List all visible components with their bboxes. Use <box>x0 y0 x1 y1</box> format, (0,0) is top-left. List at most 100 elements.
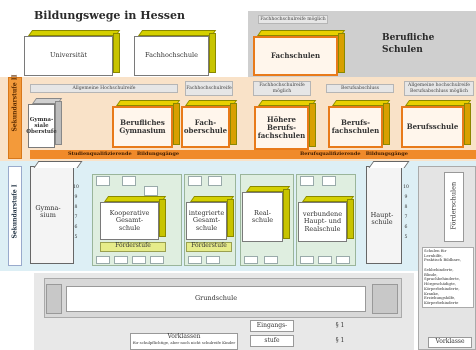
kooperative-gesamtschule-label: Kooperative Gesamt- schule <box>109 208 150 232</box>
mini-cell <box>96 256 110 264</box>
note-fachhochschulreife-top: Fachhochschulreife möglich <box>258 15 328 24</box>
mini-cell <box>264 256 278 264</box>
berufliches-gymnasium-box: Berufliches Gymnasium <box>112 100 181 148</box>
mini-cell <box>114 256 128 264</box>
grade-label: 6 <box>74 225 78 230</box>
sekundarstufe-1-label: Sekundarstufe I <box>11 184 19 239</box>
mini-cell <box>244 256 258 264</box>
grade-label: 10 <box>73 185 79 190</box>
grade-label: 5 <box>74 235 78 240</box>
grundschule-left-tab <box>46 284 62 314</box>
gymnasium-label: Gymna- sium <box>35 204 61 220</box>
eingangsstufe-box <box>250 320 294 332</box>
berufsschule-label: Berufsschule <box>406 121 459 131</box>
fachhochschule-label: Fachhochschule <box>145 51 198 60</box>
gymnasium-grades: 10 9 8 7 6 5 <box>72 185 80 245</box>
fachschulen-box: Fachschulen <box>253 30 346 76</box>
mini-cell <box>96 176 110 186</box>
mini-cell <box>208 176 222 186</box>
berufsfachschulen-box: Berufs- fachschulen <box>328 100 391 148</box>
grundschule-label: Grundschule <box>194 294 238 302</box>
fachoberschule-box: Fach- oberschule <box>181 100 238 148</box>
sekundarstufe-2-label: Sekundarstufe II <box>11 74 19 132</box>
mini-cell <box>300 256 314 264</box>
grundschule-right-tab <box>372 284 398 314</box>
foerderstufe-bar-2 <box>186 242 232 252</box>
integrierte-gesamtschule-box: integrierte Gesamt- schule <box>186 196 235 240</box>
studienqualifizierende-label: Studienqualifizierende Bildungsgänge <box>68 151 179 157</box>
vorklasse-right-box <box>428 337 472 348</box>
note-fachhochschulreife: Fachhochschulreife <box>185 81 233 96</box>
vorklasse-right-label: Vorklasse <box>435 338 465 345</box>
universitaet-label: Universität <box>50 51 87 60</box>
berufsqualifizierende-label: Berufsqualifizierende Bildungsgänge <box>300 151 408 157</box>
hauptschule-wireframe-top <box>368 161 410 168</box>
note-allgemeine-hochschulreife-moeglich: Allgemeine hochschulreife Berufsabschlus… <box>404 81 474 96</box>
foerderschulen-label: Förderschulen <box>449 181 458 230</box>
gymnasium-wireframe-top <box>33 161 83 168</box>
mini-cell <box>122 176 136 186</box>
hauptschule-wireframe <box>366 166 402 264</box>
grade-label: 9 <box>404 195 408 200</box>
fachhochschule-box: Fachhochschule <box>134 30 217 76</box>
fachschulen-label: Fachschulen <box>270 50 321 60</box>
paragraph-1-label: § 1 <box>335 322 345 329</box>
grade-label: 6 <box>404 225 408 230</box>
berufsschule-box: Berufsschule <box>401 100 472 148</box>
universitaet-box: Universität <box>24 30 121 76</box>
note-allgemeine-hochschulreife: Allgemeine Hochschulreife <box>30 84 178 93</box>
foerderstufe-bar-1 <box>100 242 166 252</box>
integrierte-gesamtschule-label: integrierte Gesamt- schule <box>188 208 225 232</box>
hoehere-berufsfachschulen-label: Höhere Berufs- fachschulen <box>257 114 306 141</box>
grade-label: 10 <box>403 185 409 190</box>
mini-cell <box>144 186 158 196</box>
mini-cell <box>132 256 146 264</box>
gymnasiale-oberstufe-box: Gymna- siale Oberstufe <box>26 98 63 148</box>
mini-cell <box>300 176 314 186</box>
paragraph-1b-label: § 1 <box>335 337 345 344</box>
page-title: Bildungswege in Hessen <box>34 9 185 22</box>
gymnasium-wireframe <box>30 166 74 264</box>
hoehere-berufsfachschulen-box: Höhere Berufs- fachschulen <box>254 100 317 150</box>
eingangsstufe-label: Eingangs- <box>256 322 288 329</box>
mini-cell <box>322 176 336 186</box>
grundschule-inner <box>66 286 366 312</box>
verbundene-label: verbundene Haupt- und Realschule <box>302 209 343 233</box>
mini-cell <box>206 256 220 264</box>
verbundene-box: verbundene Haupt- und Realschule <box>298 196 355 242</box>
foerderschulen-tab <box>444 172 464 242</box>
foerderstufe-label-2: Förderstufe <box>191 242 227 249</box>
mini-cell <box>336 256 350 264</box>
fachoberschule-label: Fach- oberschule <box>183 117 228 135</box>
foerderstufe-label-1: Förderstufe <box>115 242 151 249</box>
stufe-box <box>250 335 294 347</box>
hauptschule-label: Haupt- schule <box>370 211 394 227</box>
mini-cell <box>188 176 202 186</box>
note-fachhochschulreife-moeglich-2: Fachhochschulreife möglich <box>253 81 311 96</box>
grade-label: 7 <box>74 215 78 220</box>
note-berufsabschluss: Berufsabschluss <box>326 84 394 93</box>
qualifizierende-stripe <box>30 150 476 159</box>
gymnasiale-oberstufe-label: Gymna- siale Oberstufe <box>26 116 57 136</box>
mini-cell <box>188 256 202 264</box>
grade-label: 9 <box>74 195 78 200</box>
berufliches-gymnasium-label: Berufliches Gymnasium <box>119 117 166 135</box>
grade-label: 5 <box>404 235 408 240</box>
realschule-label: Real- schule <box>251 208 274 224</box>
vorklassen-label: Vorklassen <box>167 333 201 340</box>
vorklassen-description: für schulpflichtige, aber noch nicht sch… <box>132 340 236 345</box>
grade-label: 7 <box>404 215 408 220</box>
grade-label: 8 <box>404 205 408 210</box>
sekundarstufe-1-label-bar <box>8 166 22 266</box>
realschule-box: Real- schule <box>242 186 291 242</box>
sekundarstufe-2-label-bar <box>8 77 22 159</box>
kooperative-gesamtschule-box: Kooperative Gesamt- schule <box>100 196 167 240</box>
berufliche-schulen-heading: Berufliche Schulen <box>382 33 435 56</box>
hauptschule-grades: 10 9 8 7 6 5 <box>402 185 410 245</box>
mini-cell <box>318 256 332 264</box>
grade-label: 8 <box>74 205 78 210</box>
mini-cell <box>150 256 164 264</box>
foerderschulen-list: Schulen für Lernhilfe, Praktisch Bildbar… <box>422 247 474 308</box>
stufe-label: stufe <box>264 337 280 344</box>
berufsfachschulen-label: Berufs- fachschulen <box>331 117 380 135</box>
